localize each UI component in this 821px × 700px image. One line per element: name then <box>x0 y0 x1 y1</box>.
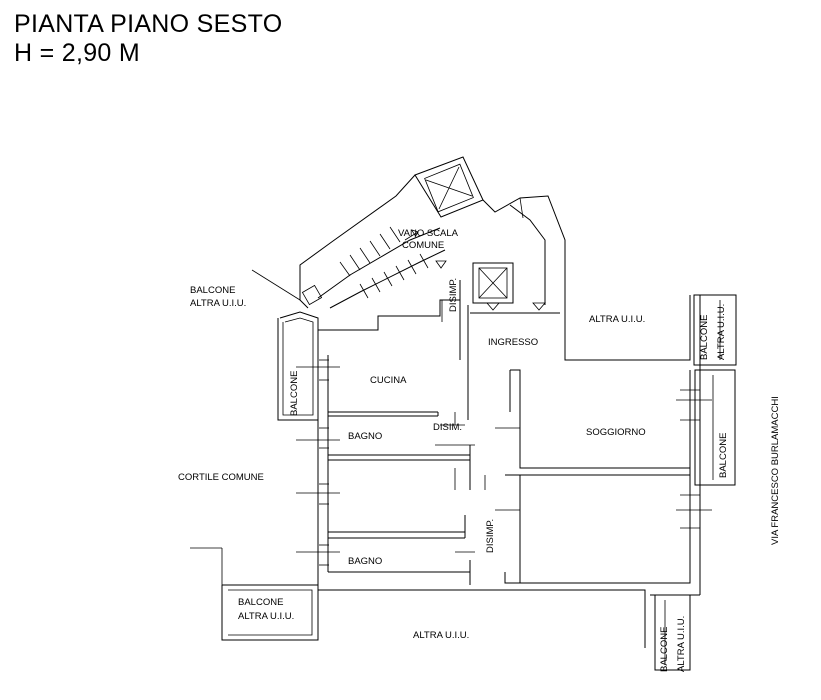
balcone-east-top <box>693 294 737 366</box>
core-east-wall <box>482 195 691 361</box>
door-tick <box>519 197 524 219</box>
elevator-cross-2 <box>478 267 508 299</box>
label-vano-scala: VANO SCALA <box>398 228 459 239</box>
vent-arrow-icon <box>532 302 546 311</box>
title-line-2: H = 2,90 M <box>14 39 140 67</box>
stair-tread <box>395 265 405 281</box>
label-cucina: CUCINA <box>370 375 407 386</box>
shaft-top-inner <box>424 163 474 213</box>
stair-tread <box>339 261 351 277</box>
label-altra-uiu-ne: ALTRA U.I.U. <box>589 314 645 325</box>
balconies <box>190 269 737 671</box>
stair-tread <box>369 240 381 257</box>
balcone-east <box>694 369 736 486</box>
window-markers <box>296 359 712 566</box>
stair-tread <box>383 271 393 287</box>
label-ingresso: INGRESSO <box>488 337 538 348</box>
shaft-top-cross-2 <box>438 166 460 210</box>
stair-core <box>299 156 691 361</box>
stair-tread <box>371 277 381 293</box>
balcone-se <box>654 595 691 671</box>
elevator-cabin <box>478 267 508 299</box>
label-balcone-altra-se-2: ALTRA U.I.U. <box>676 616 687 672</box>
stair-flight-1 <box>317 227 441 299</box>
vent-arrow-icon <box>435 260 447 269</box>
stair-tread <box>359 247 371 264</box>
label-disimp-top: DISIMP. <box>448 278 459 312</box>
label-balcone-altra-sw-2: ALTRA U.I.U. <box>238 611 294 622</box>
balcone-west-inner <box>282 317 314 416</box>
label-disim: DISIM. <box>433 422 462 433</box>
stair-tread <box>379 233 391 250</box>
label-balcone-east-top: BALCONE <box>699 315 710 360</box>
stair-tread <box>407 259 417 275</box>
north-wall <box>317 299 460 355</box>
stair-arrow <box>404 231 419 241</box>
stair-tread <box>359 283 369 299</box>
label-balcone-east: BALCONE <box>718 433 729 478</box>
vent-arrow-icon <box>486 302 500 311</box>
label-soggiorno: SOGGIORNO <box>586 427 646 438</box>
room-labels: VANO SCALA COMUNE BALCONE ALTRA U.I.U. A… <box>178 228 781 672</box>
stair-tread <box>389 226 401 243</box>
label-via: VIA FRANCESCO BURLAMACCHI <box>770 396 781 545</box>
balcone-sw-inner <box>228 589 313 636</box>
label-balcone-altra-nw: BALCONE <box>190 285 235 296</box>
label-cortile-comune: CORTILE COMUNE <box>178 472 264 483</box>
label-bagno-2: BAGNO <box>348 556 382 567</box>
stair-flight-2 <box>329 249 446 309</box>
shaft-top-box <box>414 156 484 218</box>
label-disimp-bottom: DISIMP. <box>485 519 496 553</box>
label-balcone-west: BALCONE <box>289 371 300 416</box>
leader-line <box>251 269 301 301</box>
stair-outer-wall <box>299 174 416 309</box>
south-wall <box>317 580 646 648</box>
label-vano-scala-2: COMUNE <box>402 240 444 251</box>
core-inner-east-wall <box>509 204 546 305</box>
label-altra-uiu-south: ALTRA U.I.U. <box>413 630 469 641</box>
stair-arrow-head <box>411 229 419 238</box>
title-line-1: PIANTA PIANO SESTO <box>14 10 283 38</box>
balcone-sw <box>221 584 319 641</box>
stair-landing-mark <box>301 284 323 306</box>
soggiorno-wall <box>510 369 690 469</box>
stair-tread <box>419 253 429 269</box>
label-bagno-1: BAGNO <box>348 431 382 442</box>
stair-tread <box>349 254 361 271</box>
south-east-inner-wall <box>504 370 691 584</box>
label-balcone-altra-se: BALCONE <box>659 627 670 672</box>
plan-title: PIANTA PIANO SESTO H = 2,90 M <box>14 10 282 68</box>
label-balcone-altra-sw: BALCONE <box>238 597 283 608</box>
label-altra-uiu-east-top: ALTRA U.I.U. <box>716 304 727 360</box>
apartment-walls <box>317 197 701 648</box>
label-balcone-altra-nw-2: ALTRA U.I.U. <box>190 298 246 309</box>
balcone-west <box>277 311 319 421</box>
